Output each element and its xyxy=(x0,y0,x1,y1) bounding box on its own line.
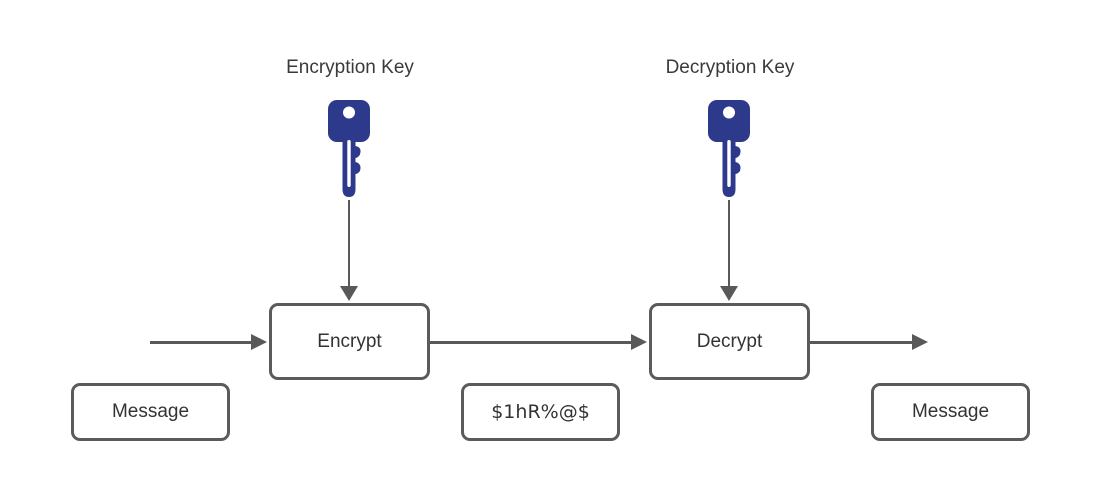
message-input-label: Message xyxy=(111,401,190,422)
decryption-key-icon xyxy=(708,100,750,197)
encrypt-node-label: Encrypt xyxy=(317,330,382,352)
key-glyph xyxy=(328,100,370,197)
ciphertext-label: $1hR%@$ xyxy=(491,401,590,423)
message-input-node: Message xyxy=(71,383,230,441)
ciphertext-node: $1hR%@$ xyxy=(461,383,620,441)
decryption-key-label: Decryption Key xyxy=(665,57,795,78)
decrypt-node-label: Decrypt xyxy=(696,330,763,352)
message-output-label: Message xyxy=(911,401,990,422)
encryption-key-label: Encryption Key xyxy=(286,57,414,78)
message-output-node: Message xyxy=(871,383,1030,441)
key-glyph xyxy=(708,100,750,197)
decrypt-node: Decrypt xyxy=(649,303,810,380)
encrypt-node: Encrypt xyxy=(269,303,430,380)
encryption-key-icon xyxy=(328,100,370,197)
